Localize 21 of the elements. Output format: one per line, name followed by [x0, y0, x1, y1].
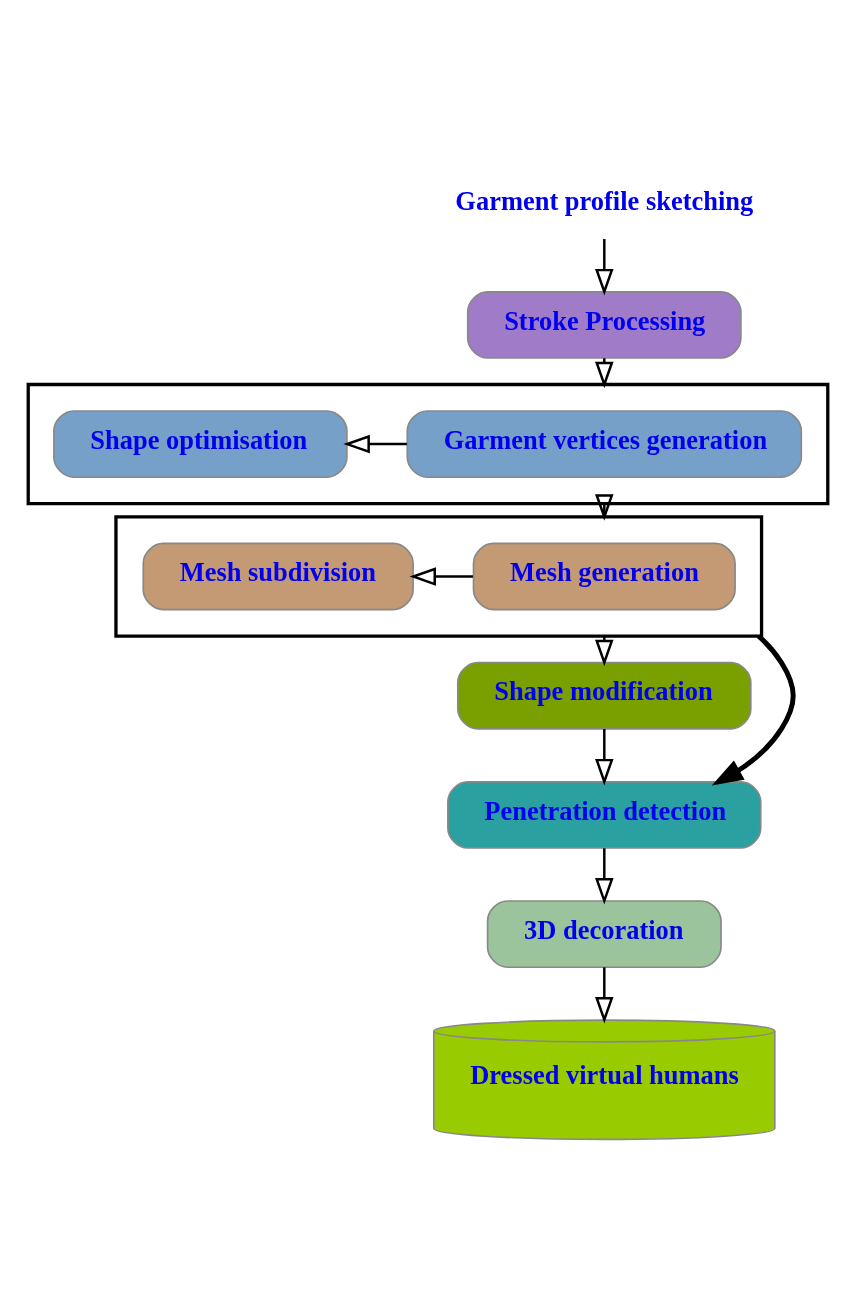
arrow	[595, 358, 614, 389]
cluster	[26, 382, 830, 506]
arrow	[595, 967, 614, 1024]
cluster	[114, 515, 764, 638]
arrow	[711, 634, 796, 786]
arrow	[595, 729, 614, 786]
arrow	[595, 494, 614, 521]
node-box: Stroke Processing	[466, 291, 742, 359]
node-box: Shape optimisation	[53, 410, 348, 479]
arrow	[409, 567, 473, 586]
node-text: Garment profile sketching	[455, 186, 754, 217]
node-box: Penetration detection	[447, 780, 762, 849]
node-box: Mesh subdivision	[142, 542, 414, 611]
arrow	[595, 636, 614, 667]
arrow	[595, 848, 614, 905]
node-box: Garment vertices generation	[406, 410, 803, 479]
arrow	[595, 239, 614, 296]
node-box: Mesh generation	[472, 542, 736, 611]
arrow	[343, 434, 407, 454]
node-box: Shape modification	[456, 661, 752, 730]
node-box: 3D decoration	[486, 900, 722, 969]
